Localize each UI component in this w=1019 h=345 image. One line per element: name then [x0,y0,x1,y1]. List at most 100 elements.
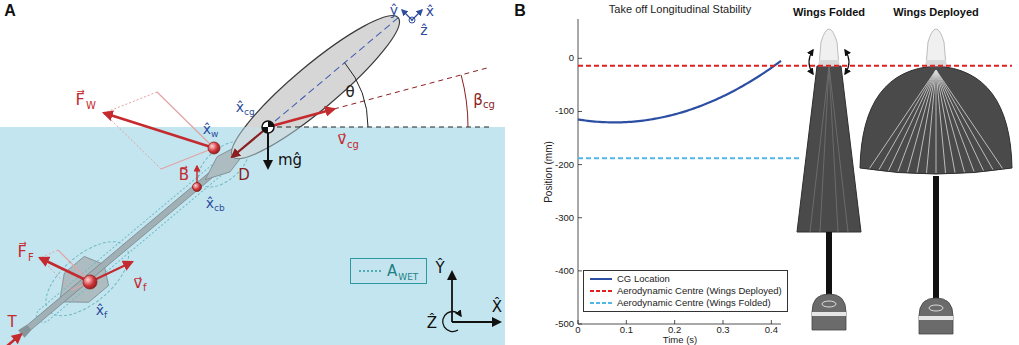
axis-symbol: ẑ [420,23,427,37]
legend-text: CG Location [617,273,670,285]
tick-label: -500 [555,319,574,329]
drone-deployed [917,70,936,173]
tick-label: -200 [555,160,574,170]
legend-text: Aerodynamic Centre (Wings Deployed) [617,285,782,297]
position-symbol: x̂ [206,196,214,210]
axis-symbol: X̂ [492,300,502,315]
stability-chart [578,164,582,165]
drone-folded [826,232,832,296]
legend-row: CG Location [589,273,782,285]
drone-deployed [936,70,946,173]
legend-line-sample [590,278,612,280]
vector-symbol: F⃗ [17,244,26,260]
position-symbol: x̂ [236,100,244,114]
reference-lines [345,63,368,127]
legend-line-sample [589,287,613,295]
global-axes [443,312,461,332]
legend-line-sample [589,299,613,307]
stability-chart [626,320,627,324]
force-vectors [40,258,72,290]
tick-label: -100 [555,107,574,117]
drone-folded [820,66,829,232]
body-axes [402,10,422,23]
legend-line-sample [589,275,613,283]
force-vectors [40,250,58,258]
force-symbol: D [238,168,250,183]
cg-symbol [262,121,274,133]
force-vectors [104,113,214,148]
application-points [193,183,202,192]
drone-folded [812,294,846,330]
drone-folded [797,66,861,232]
image-caption: Wings Deployed [893,7,978,18]
tick-label: 0.4 [765,325,778,335]
legend-text: Aerodynamic Centre (Wings Folded) [617,297,771,309]
stability-chart [578,61,781,122]
stability-chart [578,58,582,59]
chart-legend: CG LocationAerodynamic Centre (Wings Dep… [583,270,788,312]
drone-deployed [936,70,993,170]
stability-chart [674,320,675,324]
tick-label: 0 [575,325,580,335]
line-sample [358,267,382,275]
chart-title: Take off Longitudinal Stability [609,4,751,15]
drone-deployed [936,70,974,172]
body-axes [412,10,422,20]
stability-chart [578,65,1012,67]
drone-deployed [936,70,937,173]
stability-chart [578,320,579,324]
axis-symbol: Ẑ [427,316,437,331]
tick-label: 0.1 [620,325,633,335]
drone-folded [809,50,813,74]
body-axes [402,10,412,20]
global-axes [443,272,500,332]
legend-line-sample [590,302,612,304]
drone-folded [822,301,836,307]
force-vectors [4,92,334,345]
drone-folded [845,50,849,74]
application-points [208,142,220,154]
force-vectors [232,127,268,157]
vector-symbol: v⃗ [134,276,143,291]
force-vectors [161,148,214,169]
application-points [83,275,97,289]
stability-chart [723,320,724,324]
drone-folded [797,29,861,330]
application-points [83,142,220,289]
tick-label: 0.3 [716,325,729,335]
vector-symbol: F⃗ [75,92,84,108]
cg-symbol [262,121,274,133]
area-symbol: A [387,262,397,280]
cg-symbol [268,121,274,127]
axis-symbol: ŷ [390,3,398,17]
drone-deployed [860,66,1012,174]
drone-folded [829,66,848,232]
subscript: W [86,101,96,111]
drone-deployed [936,70,1003,168]
panel-letter: B [514,3,526,19]
body-axes [409,17,415,23]
water-region [0,127,505,345]
drone-deployed [919,298,953,334]
drone-folded [812,312,846,316]
axis-symbol: Ŷ [435,261,444,276]
force-vectors [268,109,334,127]
cg-symbol [262,127,268,133]
drone-deployed [860,29,1012,334]
legend-box: AWET [350,258,427,284]
drone-deployed [898,70,936,172]
force-symbol: mĝ [278,153,302,168]
subscript: f [143,283,147,293]
drone-folded [810,66,829,232]
water-overlay [0,127,505,345]
stability-chart [771,320,772,324]
drone-deployed [927,70,937,173]
stability-chart [578,19,579,324]
drone-deployed [936,70,955,173]
tick-label: -300 [555,213,574,223]
drone-deployed [936,70,984,171]
angle-symbol: θ [345,85,354,100]
drone-folded [819,29,839,66]
